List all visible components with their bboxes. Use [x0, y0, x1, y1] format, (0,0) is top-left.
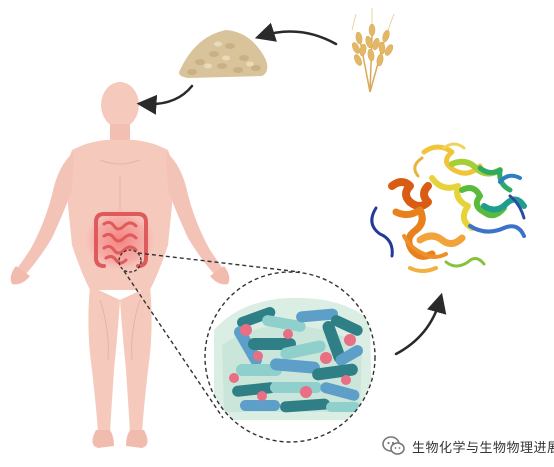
left-arm	[16, 152, 74, 274]
arrow-wheat-to-grain	[254, 22, 338, 46]
grain-pile-icon	[179, 30, 268, 78]
neck	[110, 124, 130, 142]
enzyme-protein-structure-icon	[370, 142, 527, 273]
right-leg	[120, 286, 152, 432]
body-contour-lines	[99, 159, 141, 361]
bacteria-cluster	[229, 307, 363, 413]
right-arm	[166, 152, 224, 274]
left-hand	[10, 266, 30, 285]
zoom-source-circle	[118, 249, 142, 273]
arrow-grain-to-human	[136, 84, 194, 115]
gut-microbiota-lens	[204, 271, 376, 443]
watermark-text: 生物化学与生物物理进展	[412, 440, 554, 456]
right-hand	[210, 266, 230, 285]
left-foot	[92, 430, 114, 448]
arrow-microbiota-to-enzyme	[394, 292, 447, 356]
watermark: 生物化学与生物物理进展	[382, 434, 554, 458]
wechat-official-account-icon	[382, 436, 405, 455]
wheat-icon	[351, 8, 395, 93]
head	[101, 82, 139, 128]
intestine	[94, 212, 148, 268]
left-leg	[88, 286, 120, 432]
flow-arrows	[136, 22, 447, 356]
human-body-figure	[10, 82, 230, 448]
zoom-connector-lines	[123, 252, 301, 419]
right-foot	[126, 430, 148, 448]
